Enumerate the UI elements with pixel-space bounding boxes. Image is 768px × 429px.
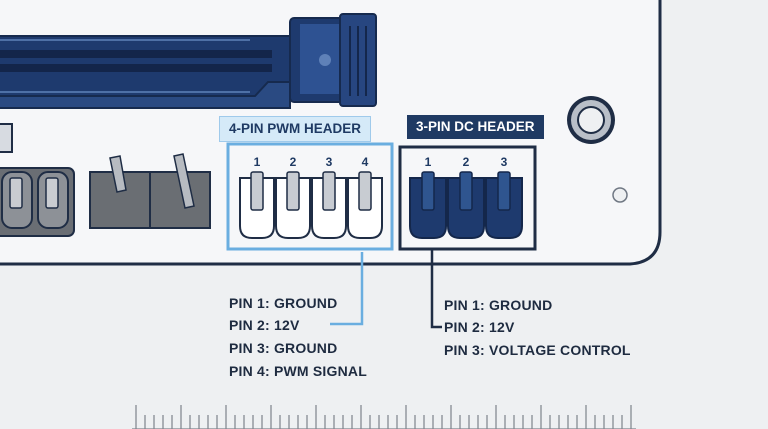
dc-legend-pin-1: PIN 1: GROUND [444, 297, 553, 313]
pwm-pin-number-4: 4 [361, 155, 369, 169]
gray-connector [89, 153, 211, 229]
pwm-legend-pin-4: PIN 4: PWM SIGNAL [229, 363, 367, 379]
pcie-slot [0, 13, 377, 109]
mounting-hole [567, 96, 615, 144]
pwm-legend-pin-2: PIN 2: 12V [229, 317, 300, 333]
left-connector [0, 167, 75, 237]
pwm-leader-line [330, 252, 364, 326]
dc-pin-number-1: 1 [424, 155, 432, 169]
pwm-pin-number-1: 1 [253, 155, 261, 169]
pwm-header-4pin [226, 142, 394, 251]
dc-header-tag: 3-PIN DC HEADER [407, 115, 544, 139]
dc-leader-line [430, 250, 442, 329]
dc-legend-pin-3: PIN 3: VOLTAGE CONTROL [444, 342, 631, 358]
pwm-pin-number-2: 2 [289, 155, 297, 169]
dc-pin-number-3: 3 [500, 155, 508, 169]
small-via [612, 187, 628, 203]
pwm-header-tag: 4-PIN PWM HEADER [219, 116, 372, 142]
pwm-legend-pin-1: PIN 1: GROUND [229, 295, 338, 311]
dc-legend-pin-2: PIN 2: 12V [444, 319, 515, 335]
dc-header-3pin [398, 145, 537, 251]
pwm-pin-number-3: 3 [325, 155, 333, 169]
dc-pin-number-2: 2 [462, 155, 470, 169]
pwm-legend-pin-3: PIN 3: GROUND [229, 340, 338, 356]
